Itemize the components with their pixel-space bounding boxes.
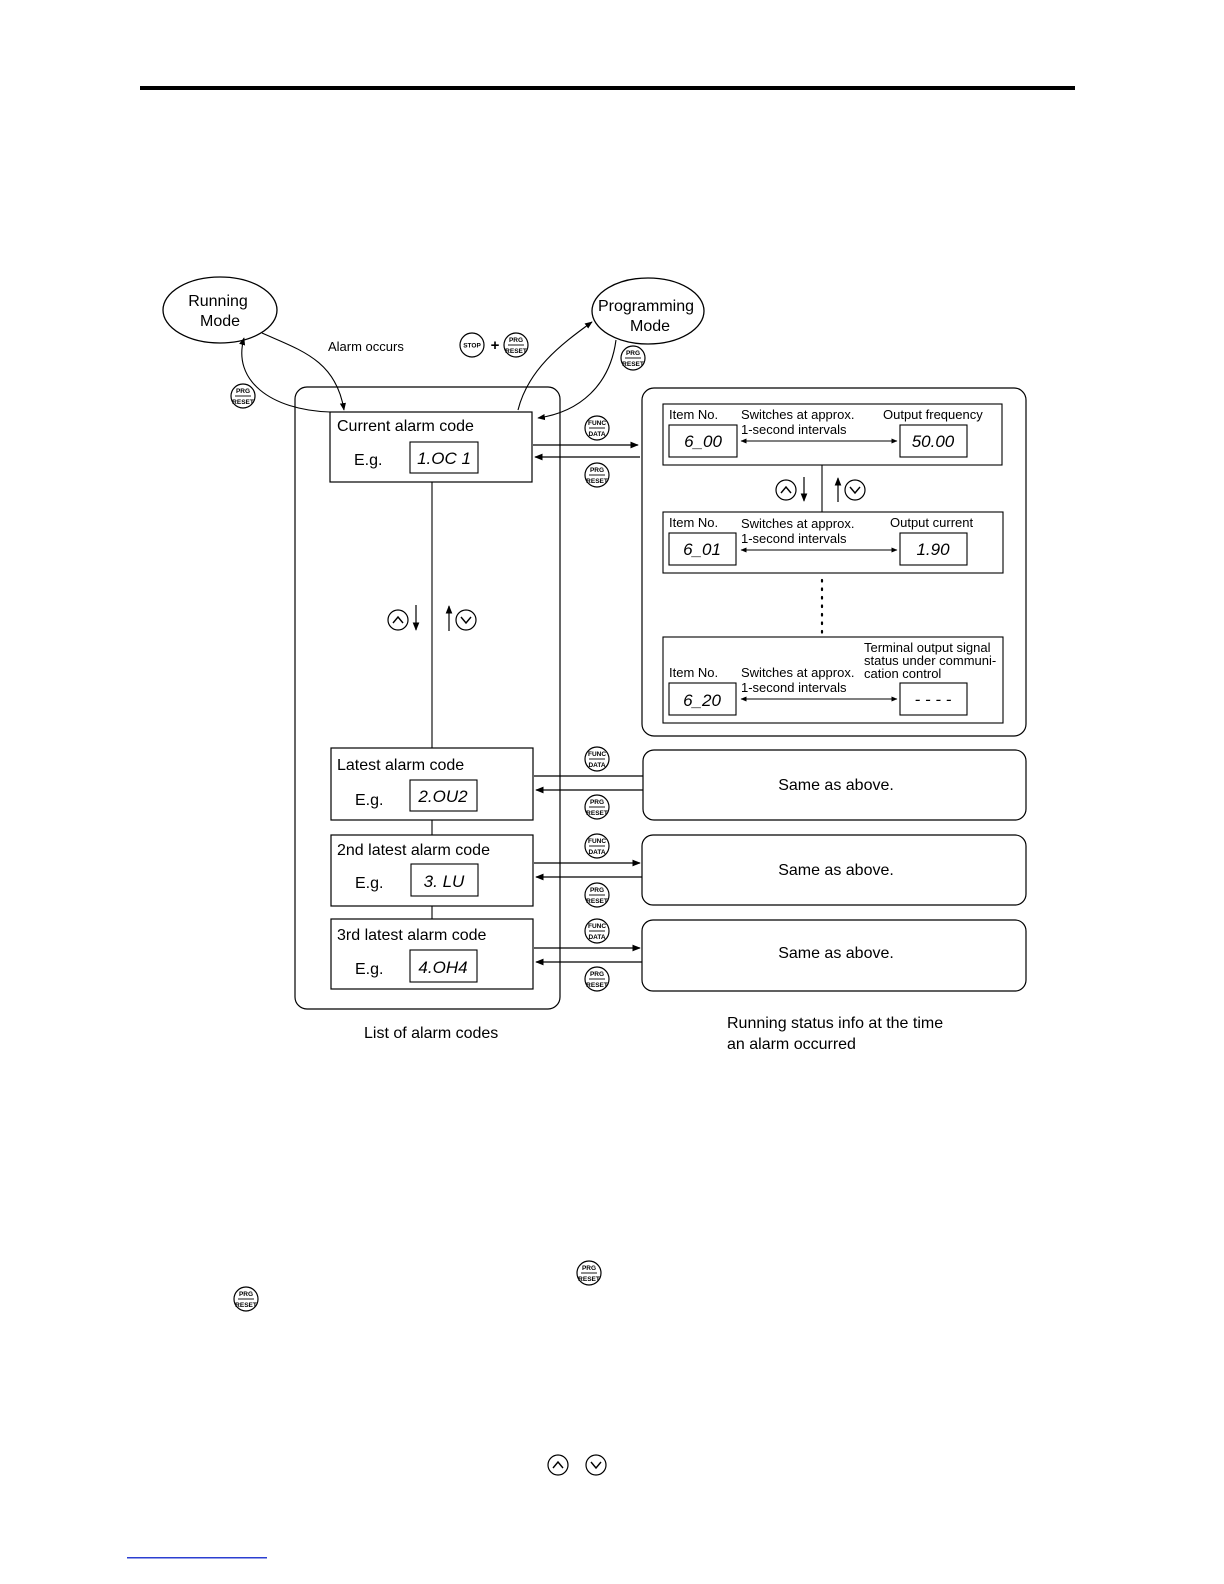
item-no-label: Item No.: [669, 515, 718, 530]
item-no-display: 6_00: [684, 432, 722, 451]
alarm-code-box-current: Current alarm code E.g. 1.OC 1: [329, 411, 533, 483]
row-arrows-current: [533, 415, 640, 488]
alarm-list-caption: List of alarm codes: [364, 1025, 498, 1042]
func-data-key-icon: [584, 918, 610, 944]
prg-reset-key-icon: [230, 383, 256, 409]
same-as-above-box: Same as above.: [641, 919, 1027, 992]
func-data-key-icon: [584, 746, 610, 772]
alarm-code-title: 2nd latest alarm code: [337, 842, 490, 859]
eg-label: E.g.: [355, 961, 383, 978]
status-row-6-00: Item No. Switches at approx. 1-second in…: [662, 403, 1003, 466]
arrow-alarm-occurs: [261, 332, 346, 411]
alarm-code-display: 1.OC 1: [417, 449, 471, 468]
prg-reset-key-icon: [584, 462, 610, 488]
prg-reset-key-icon: [584, 966, 610, 992]
status-row-6-01: Item No. Switches at approx. 1-second in…: [662, 511, 1004, 574]
alarm-code-box-latest: Latest alarm code E.g. 2.OU2: [330, 747, 534, 821]
switch-text-line2: 1-second intervals: [741, 680, 847, 695]
status-label-line1: Terminal output signal: [864, 640, 991, 655]
prg-reset-key-icon: [620, 345, 646, 371]
item-no-label: Item No.: [669, 665, 718, 680]
arrow-from-programming: [537, 339, 617, 421]
switch-text-line1: Switches at approx.: [741, 665, 854, 680]
programming-mode-node: Programming Mode: [591, 277, 705, 345]
svg-text:STOP: STOP: [463, 343, 481, 350]
item-no-display: 6_20: [683, 691, 721, 710]
prg-reset-key-icon: [233, 1286, 259, 1312]
programming-mode-line2: Mode: [630, 318, 670, 335]
switch-text-line1: Switches at approx.: [741, 516, 854, 531]
same-as-above-box: Same as above.: [641, 834, 1027, 906]
prg-reset-key-icon: [576, 1260, 602, 1286]
alarm-code-display: 3. LU: [424, 872, 465, 891]
status-info-frame: [641, 387, 1027, 737]
prg-reset-key-icon: [503, 332, 529, 358]
alarm-code-box-2nd: 2nd latest alarm code E.g. 3. LU: [330, 834, 534, 907]
alarm-code-box-3rd: 3rd latest alarm code E.g. 4.OH4: [330, 918, 534, 990]
switch-text-line2: 1-second intervals: [741, 531, 847, 546]
status-value-display: 1.90: [916, 540, 950, 559]
func-data-key-icon: [584, 833, 610, 859]
status-row-6-20: Terminal output signal status under comm…: [662, 636, 1004, 724]
item-no-display: 6_01: [683, 540, 721, 559]
eg-label: E.g.: [354, 452, 382, 469]
same-as-above-text: Same as above.: [778, 777, 894, 794]
alarm-code-title: 3rd latest alarm code: [337, 927, 487, 944]
stop-key-icon: STOP: [459, 332, 485, 358]
alarm-code-display: 4.OH4: [418, 958, 467, 977]
status-label: Output current: [890, 515, 973, 530]
header-rule: [140, 86, 1075, 90]
status-info-caption-line1: Running status info at the time: [727, 1015, 943, 1032]
same-as-above-text: Same as above.: [778, 862, 894, 879]
row-arrows-3rd: [534, 918, 643, 992]
plus-sign: +: [491, 337, 500, 354]
running-mode-line1: Running: [188, 293, 248, 310]
down-key-icon: [585, 1454, 607, 1476]
running-mode-line2: Mode: [200, 313, 240, 330]
programming-mode-line1: Programming: [598, 298, 694, 315]
status-label: Output frequency: [883, 407, 983, 422]
running-mode-node: Running Mode: [162, 276, 278, 344]
alarm-code-title: Current alarm code: [337, 418, 474, 435]
switch-text-line1: Switches at approx.: [741, 407, 854, 422]
row-arrows-2nd: [534, 833, 643, 908]
status-label-line3: cation control: [864, 666, 941, 681]
up-key-icon: [775, 479, 797, 501]
same-as-above-text: Same as above.: [778, 945, 894, 962]
alarm-occurs-label: Alarm occurs: [328, 339, 404, 354]
func-data-key-icon: [584, 415, 610, 441]
switch-text-line2: 1-second intervals: [741, 422, 847, 437]
alarm-code-title: Latest alarm code: [337, 757, 464, 774]
prg-reset-key-icon: [584, 794, 610, 820]
eg-label: E.g.: [355, 875, 383, 892]
arrow-to-running: [239, 337, 331, 413]
status-value-display: - - - -: [915, 690, 952, 709]
item-no-label: Item No.: [669, 407, 718, 422]
status-info-caption-line2: an alarm occurred: [727, 1036, 856, 1053]
down-key-icon: [455, 609, 477, 631]
alarm-code-display: 2.OU2: [417, 787, 468, 806]
status-label-line2: status under communi-: [864, 653, 996, 668]
prg-reset-key-icon: [584, 882, 610, 908]
arrow-to-programming: [517, 321, 593, 411]
alarm-list-frame: [294, 386, 561, 1010]
eg-label: E.g.: [355, 792, 383, 809]
up-key-icon: [547, 1454, 569, 1476]
footer-rule: [127, 1557, 267, 1559]
up-key-icon: [387, 609, 409, 631]
down-key-icon: [844, 479, 866, 501]
status-value-display: 50.00: [912, 432, 955, 451]
same-as-above-box: Same as above.: [642, 749, 1027, 821]
